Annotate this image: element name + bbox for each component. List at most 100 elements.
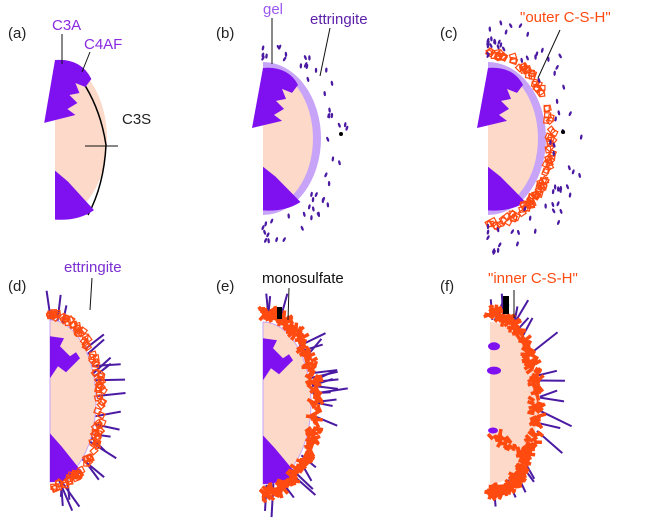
csh-fiber <box>290 470 298 477</box>
csh-cluster <box>88 353 97 361</box>
ettringite-speck <box>276 44 281 50</box>
csh-fiber <box>287 477 296 483</box>
ettringite-speck <box>311 197 315 203</box>
ettringite-speck <box>321 197 325 204</box>
csh-fiber <box>306 437 311 446</box>
csh-fiber <box>525 345 531 353</box>
csh-cluster <box>498 216 508 226</box>
csh-cluster <box>547 113 555 123</box>
csh-fiber <box>312 399 321 407</box>
csh-cluster <box>492 52 502 62</box>
ettringite-speck <box>282 237 286 242</box>
csh-cluster <box>83 333 93 344</box>
csh-fiber <box>292 479 301 484</box>
panel-label-a: (a) <box>8 25 26 42</box>
csh-fiber <box>526 358 535 366</box>
csh-fiber <box>310 415 318 421</box>
ettringite-speck <box>518 23 523 28</box>
ettringite-needle <box>94 410 121 418</box>
csh-fiber <box>258 488 267 496</box>
ettringite-speck <box>555 98 559 104</box>
ettringite-speck <box>489 43 493 48</box>
ettringite-speck <box>556 201 560 207</box>
c3a-c4af-top <box>252 67 298 128</box>
csh-cluster <box>493 49 502 58</box>
csh-fiber <box>307 351 316 358</box>
ettringite-speck <box>303 55 307 61</box>
csh-cluster <box>70 471 80 481</box>
panel-label-d: (d) <box>8 278 26 295</box>
csh-fiber <box>527 410 535 416</box>
csh-cluster <box>73 324 82 334</box>
ettringite-speck <box>562 84 566 90</box>
csh-fiber <box>514 483 523 489</box>
csh-fiber <box>538 412 547 418</box>
csh-fiber <box>296 338 304 343</box>
csh-fiber <box>307 369 315 378</box>
leader-line <box>537 29 561 79</box>
ettringite-speck <box>282 56 287 62</box>
csh-cluster <box>96 410 106 420</box>
csh-cluster <box>89 446 99 456</box>
panel-label-c: (c) <box>440 25 458 42</box>
csh-fiber <box>308 449 316 458</box>
csh-fiber <box>282 310 287 318</box>
ettringite-speck <box>343 122 347 128</box>
ettringite-speck <box>492 250 496 255</box>
csh-fiber <box>503 312 511 321</box>
csh-cluster <box>545 115 555 126</box>
csh-fiber <box>306 383 314 391</box>
grain-outline <box>77 74 107 216</box>
csh-fiber <box>313 417 319 425</box>
monosulfate-plate <box>503 296 509 314</box>
csh-cluster <box>535 182 543 191</box>
csh-cluster <box>92 354 100 363</box>
leader-line <box>81 51 91 73</box>
ettringite-speck <box>306 76 310 82</box>
ettringite-speck <box>502 46 506 52</box>
csh-fiber <box>289 463 298 471</box>
ettringite-speck <box>327 113 331 119</box>
panel-label-b: (b) <box>216 25 234 42</box>
label-c3s: C3S <box>122 111 151 128</box>
csh-cluster <box>490 51 497 60</box>
label-ettringite-b: ettringite <box>310 11 368 28</box>
csh-fiber <box>263 307 270 316</box>
ettringite-speck <box>308 204 311 210</box>
ettringite-speck <box>553 70 556 76</box>
csh-fiber <box>266 488 275 495</box>
ettringite-speck <box>325 67 328 73</box>
csh-fiber <box>274 481 283 489</box>
csh-cluster <box>66 477 74 485</box>
csh-cluster <box>50 483 58 490</box>
ettringite-speck <box>520 57 524 63</box>
ettringite-speck <box>486 51 490 57</box>
csh-fiber <box>299 464 308 472</box>
ettringite-speck <box>312 206 315 212</box>
csh-cluster <box>528 72 536 81</box>
csh-fiber <box>258 313 266 322</box>
csh-fiber <box>494 306 501 315</box>
ettringite-speck <box>488 26 492 32</box>
csh-fiber <box>505 443 512 452</box>
csh-cluster <box>543 104 552 113</box>
ettringite-needle <box>91 363 121 368</box>
ettringite-speck <box>544 203 547 209</box>
csh-fiber <box>514 329 520 338</box>
label-c3a: C3A <box>52 17 81 34</box>
csh-fiber <box>523 436 532 443</box>
ettringite-speck <box>547 56 550 62</box>
ettringite-speck <box>534 54 537 60</box>
ettringite-speck <box>287 213 290 219</box>
csh-fiber <box>533 415 539 424</box>
ettringite-speck <box>284 51 288 57</box>
label-gel: gel <box>263 1 283 18</box>
csh-fiber <box>498 486 503 495</box>
ettringite-speck <box>559 185 563 192</box>
csh-fiber <box>497 305 504 314</box>
csh-cluster <box>532 84 542 94</box>
ettringite-speck <box>568 111 572 117</box>
ettringite-speck <box>299 63 303 69</box>
csh-fiber <box>294 328 303 335</box>
csh-fiber <box>524 334 533 342</box>
